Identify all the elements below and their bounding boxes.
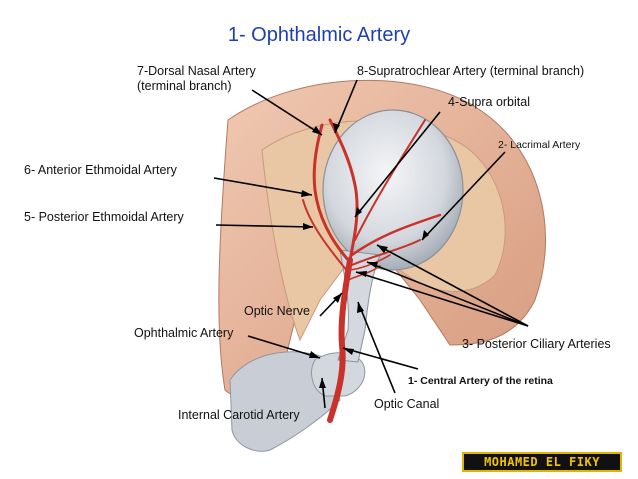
pointer-lines xyxy=(213,79,529,409)
pointer-arrowheads xyxy=(301,123,429,388)
label-optic-canal: Optic Canal xyxy=(374,397,440,411)
label-ophthalmic-artery: Ophthalmic Artery xyxy=(134,326,234,340)
label-dorsal-nasal: 7-Dorsal Nasal Artery (terminal branch) xyxy=(137,64,256,94)
label-posterior-ciliary: 3- Posterior Ciliary Arteries xyxy=(462,337,611,351)
label-supratrochlear: 8-Supratrochlear Artery (terminal branch… xyxy=(357,64,585,78)
label-posterior-ethmoidal: 5- Posterior Ethmoidal Artery xyxy=(24,210,184,224)
label-supra-orbital: 4-Supra orbital xyxy=(448,95,530,109)
label-central-artery-retina: 1- Central Artery of the retina xyxy=(408,375,553,387)
author-signature: MOHAMED EL FIKY xyxy=(462,452,622,472)
page-title: 1- Ophthalmic Artery xyxy=(227,24,411,46)
label-dorsal-nasal-line1: 7-Dorsal Nasal Artery xyxy=(137,64,256,78)
label-lacrimal: 2- Lacrimal Artery xyxy=(498,139,581,151)
eyeball xyxy=(322,109,464,271)
label-dorsal-nasal-line2: (terminal branch) xyxy=(137,79,232,93)
label-internal-carotid: Internal Carotid Artery xyxy=(178,408,300,422)
label-optic-nerve: Optic Nerve xyxy=(244,304,310,318)
label-anterior-ethmoidal: 6- Anterior Ethmoidal Artery xyxy=(24,163,177,177)
